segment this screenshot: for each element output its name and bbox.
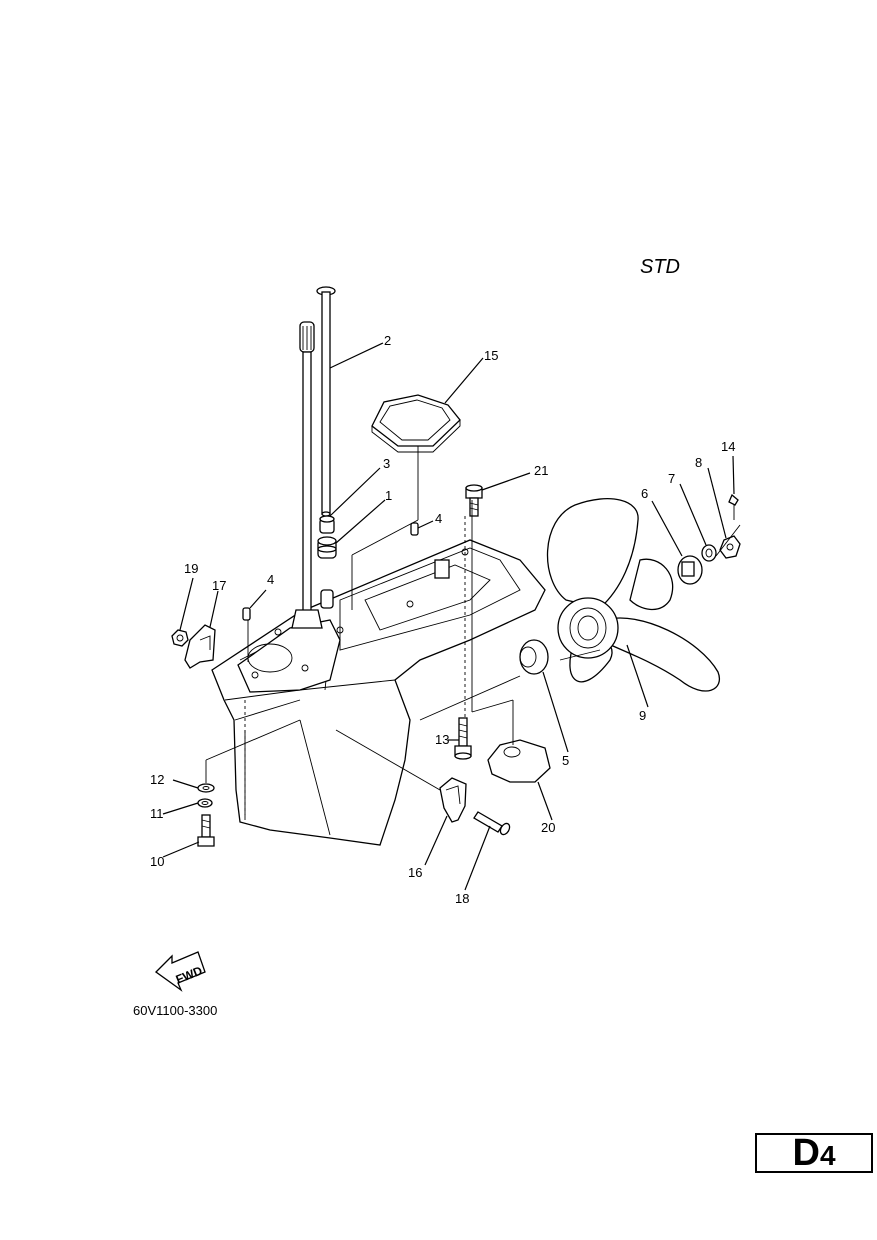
callout-4-right: 4 xyxy=(435,511,442,526)
callout-18: 7 xyxy=(668,471,675,486)
part-20-cotter-pin xyxy=(728,493,739,520)
diagram-code: 60V1100-3300 xyxy=(133,1003,217,1018)
callout-2: 2 xyxy=(384,333,391,348)
part-21-propeller xyxy=(546,498,721,692)
alignment-lines xyxy=(205,446,741,815)
callout-12: 18 xyxy=(455,891,469,906)
part-5-bolt xyxy=(197,814,215,847)
page-tag: D 4 xyxy=(755,1133,873,1173)
part-9-gasket xyxy=(371,394,461,453)
callout-19: 8 xyxy=(695,455,702,470)
callout-8: 13 xyxy=(435,732,449,747)
part-3-collar xyxy=(319,515,335,534)
part-16-seal xyxy=(519,639,549,675)
drive-shaft xyxy=(291,321,323,629)
callout-17: 6 xyxy=(641,486,648,501)
callout-5: 10 xyxy=(150,854,164,869)
callout-13: 19 xyxy=(184,561,198,576)
callout-1: 1 xyxy=(385,488,392,503)
part-17-spacer xyxy=(677,555,703,585)
callout-21: 9 xyxy=(639,708,646,723)
callout-7: 12 xyxy=(150,772,164,787)
part-7-washer xyxy=(197,783,215,793)
variant-label: STD xyxy=(640,256,680,278)
part-13-nut xyxy=(171,629,189,647)
callout-labels: 2 15 3 1 4 4 21 19 17 12 11 10 13 16 18 … xyxy=(150,333,735,906)
callout-15: 21 xyxy=(534,463,548,478)
callout-16: 5 xyxy=(562,753,569,768)
callout-20: 14 xyxy=(721,439,735,454)
callout-9: 15 xyxy=(484,348,498,363)
part-1-grommet xyxy=(317,536,337,609)
page-tag-letter: D xyxy=(792,1132,820,1174)
leader-lines xyxy=(162,342,735,891)
callout-11: 17 xyxy=(212,578,226,593)
callout-3: 3 xyxy=(383,456,390,471)
callout-6: 11 xyxy=(150,806,164,821)
part-2-rod xyxy=(316,286,336,517)
part-11-bracket xyxy=(184,624,216,669)
page-tag-number: 4 xyxy=(819,1140,836,1171)
part-14-anode xyxy=(487,739,551,783)
part-6-washer xyxy=(197,798,213,808)
lower-case-housing xyxy=(211,539,546,846)
part-10-trim-tab xyxy=(439,777,467,823)
part-15-bolt xyxy=(465,484,483,517)
part-18-washer xyxy=(701,544,717,562)
part-8-bolt xyxy=(454,717,472,760)
callout-10: 16 xyxy=(408,865,422,880)
callout-4-left: 4 xyxy=(267,572,274,587)
callout-14: 20 xyxy=(541,820,555,835)
part-4-dowel-pins xyxy=(242,522,419,621)
fwd-arrow-icon: FWD xyxy=(154,951,206,992)
part-12-screw xyxy=(473,811,511,836)
part-19-nut xyxy=(719,535,741,559)
